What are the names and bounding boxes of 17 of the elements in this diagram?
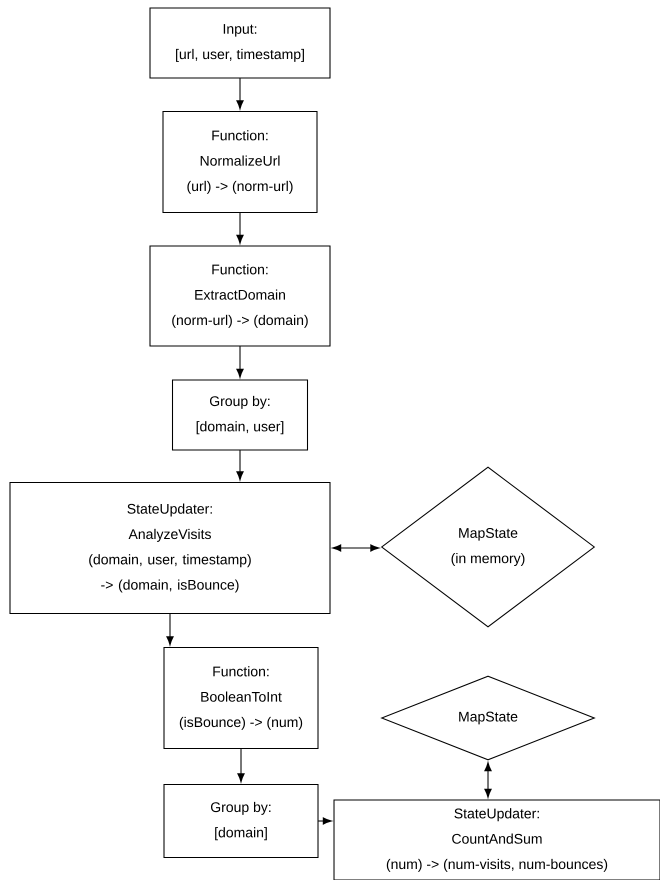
arrow [166, 614, 174, 646]
process-box: Function: ExtractDomain (norm-url) -> (domain) [149, 245, 331, 347]
process-box: Group by: [domain, user] [172, 379, 308, 451]
process-box: Function: BooleanToInt (isBounce) -> (num) [163, 646, 319, 750]
process-box: Input: [url, user, timestamp] [149, 7, 331, 79]
process-box: StateUpdater: CountAndSum (num) -> (num-visits, num-bounces) [333, 799, 660, 880]
arrow [237, 749, 245, 782]
process-box: StateUpdater: AnalyzeVisits (domain, user, timestamp) -> (domain, isBounce) [9, 482, 331, 614]
arrow [332, 544, 380, 552]
arrow [236, 213, 244, 244]
arrow [484, 762, 492, 798]
arrow [236, 450, 244, 480]
process-box: Group by: [domain] [163, 784, 319, 858]
arrow [318, 817, 332, 825]
process-box: Function: NormalizeUrl (url) -> (norm-url) [162, 110, 318, 214]
arrow [236, 346, 244, 378]
arrow [236, 78, 244, 110]
